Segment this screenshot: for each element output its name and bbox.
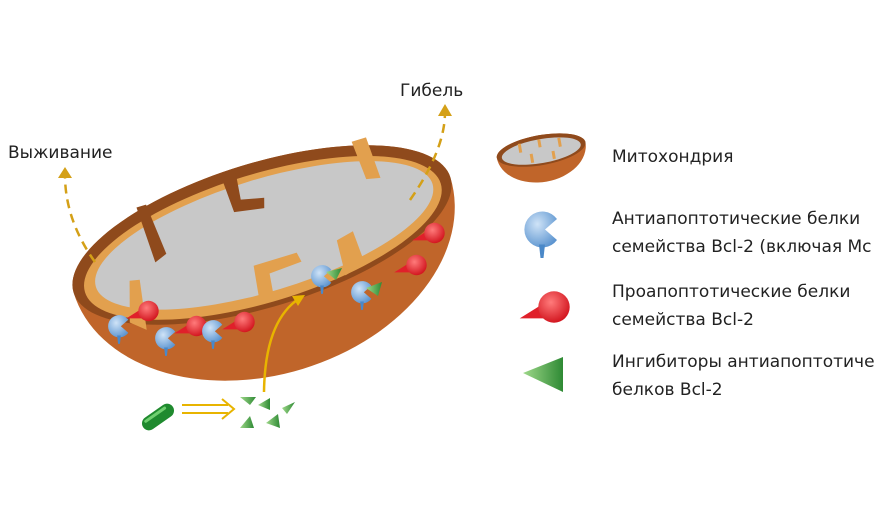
legend-pro-label-line1: Проапоптотические белки	[612, 282, 851, 302]
inhibitor-molecules	[240, 397, 295, 428]
mitochondrion-icon	[496, 133, 586, 183]
drug-capsule-icon	[141, 403, 175, 431]
arrowhead-icon	[58, 167, 72, 178]
legend-pro-label-line2: семейства Bcl-2	[612, 310, 754, 330]
crista	[253, 252, 302, 304]
double-arrow-icon	[182, 398, 236, 420]
crista	[136, 204, 167, 263]
crista	[351, 137, 381, 180]
pro-apoptotic-protein-icon	[519, 291, 570, 323]
crista	[336, 231, 365, 276]
crista	[221, 172, 265, 213]
protein-complexes	[108, 222, 445, 356]
matrix	[95, 161, 434, 310]
arrowhead-icon	[292, 295, 305, 306]
survival-arrow	[63, 174, 97, 263]
legend-inhibitor-label-line2: белков Bcl-2	[612, 380, 723, 400]
inhibitor-arrow	[262, 296, 301, 393]
death-label: Гибель	[400, 81, 464, 101]
legend-anti-label-line1: Антиапоптотические белки	[612, 209, 861, 229]
legend-anti-label-line2: семейства Bcl-2 (включая Mc	[612, 237, 872, 257]
arrowhead-icon	[438, 104, 452, 116]
legend-mitochondrion-label: Митохондрия	[612, 147, 734, 167]
anti-apoptotic-protein-icon	[524, 211, 557, 258]
death-arrow	[408, 111, 447, 201]
inhibitor-icon	[523, 357, 563, 392]
survival-label: Выживание	[8, 143, 113, 163]
legend-inhibitor-label-line1: Ингибиторы антиапоптотиче	[612, 352, 875, 372]
mitochondrion	[72, 137, 455, 381]
